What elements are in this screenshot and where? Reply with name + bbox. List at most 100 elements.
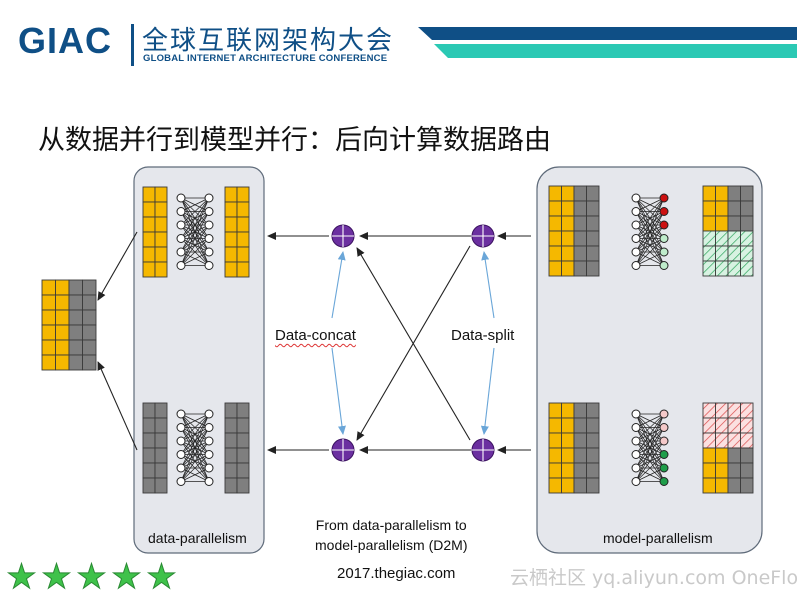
grid-cell <box>561 432 575 449</box>
grid-cell <box>702 230 716 247</box>
grid-cell <box>727 432 741 449</box>
grid-cell <box>586 245 600 262</box>
net-node <box>659 477 669 486</box>
net-node <box>631 247 641 257</box>
grid-cell <box>715 200 729 217</box>
net-edge <box>635 413 665 455</box>
grid-cell <box>82 309 97 326</box>
net-node <box>204 247 214 257</box>
grid-cell <box>727 185 741 202</box>
arrow-split-up <box>481 251 495 319</box>
net-node <box>176 477 186 486</box>
grid-cell <box>740 477 754 494</box>
grid-cell <box>702 245 716 262</box>
grid-cell <box>55 279 70 296</box>
net-edge <box>635 197 665 239</box>
grid-cell <box>586 477 600 494</box>
rating-stars: ★ ★ ★ ★ ★ <box>4 557 179 597</box>
grid-cell <box>715 432 729 449</box>
arrow-concat-down <box>331 347 346 435</box>
grid-cell <box>548 402 562 419</box>
grid-cell <box>55 339 70 356</box>
grid-cell <box>548 215 562 232</box>
net-edge <box>180 454 210 482</box>
grid-cell <box>142 477 156 494</box>
grid-cell <box>236 477 250 494</box>
net-node <box>631 220 641 230</box>
grid-cell <box>142 447 156 464</box>
grid-cell <box>236 246 250 263</box>
net-node <box>204 436 214 446</box>
grid-cell <box>224 231 238 248</box>
net-node <box>659 193 669 203</box>
grid-cell <box>548 245 562 262</box>
grid-cell <box>41 324 56 341</box>
grid-cell <box>548 432 562 449</box>
grid-cell <box>740 230 754 247</box>
grid-cell <box>82 294 97 311</box>
grid-cell <box>41 339 56 356</box>
grid-cell <box>548 462 562 479</box>
net-node <box>659 207 669 216</box>
conference-name-en: GLOBAL INTERNET ARCHITECTURE CONFERENCE <box>143 53 388 64</box>
grid-cell <box>715 230 729 247</box>
net-node <box>176 234 186 243</box>
grid-cell <box>224 447 238 464</box>
grid-cell <box>142 246 156 263</box>
grid-cell <box>154 477 168 494</box>
grid-cell <box>154 216 168 233</box>
dp-bottom-network <box>176 409 214 486</box>
net-edge <box>635 197 665 266</box>
grid-cell <box>561 200 575 217</box>
grid-cell <box>715 477 729 494</box>
net-node <box>631 207 641 216</box>
net-edge <box>635 440 665 482</box>
grid-cell <box>236 462 250 479</box>
net-edge <box>180 413 210 442</box>
net-node <box>631 193 641 203</box>
net-edge <box>635 413 665 442</box>
net-node <box>176 247 186 257</box>
grid-cell <box>740 432 754 449</box>
grid-cell <box>142 432 156 449</box>
net-edge <box>180 197 210 212</box>
grid-cell <box>55 309 70 326</box>
net-edge <box>635 211 665 266</box>
grid-cell <box>727 447 741 464</box>
grid-cell <box>727 462 741 479</box>
grid-cell <box>715 260 729 277</box>
grid-cell <box>236 447 250 464</box>
arrow-to-input-top <box>97 231 138 301</box>
net-edge <box>635 427 665 482</box>
net-edge <box>180 440 210 482</box>
net-edge <box>635 224 665 266</box>
net-node <box>631 261 641 270</box>
net-edge <box>180 224 210 266</box>
grid-cell <box>154 246 168 263</box>
grid-cell <box>68 339 83 356</box>
grid-cell <box>715 462 729 479</box>
star-icon: ★ <box>6 557 37 597</box>
net-node <box>204 193 214 203</box>
grid-cell <box>586 417 600 434</box>
d2m-caption-line1: From data-parallelism to <box>315 517 467 533</box>
net-edge <box>180 413 210 482</box>
d2m-caption: From data-parallelism to model-paralleli… <box>315 515 467 555</box>
net-node <box>631 463 641 473</box>
grid-cell <box>573 432 587 449</box>
grid-cell <box>727 215 741 232</box>
star-icon: ★ <box>76 557 107 597</box>
grid-cell <box>224 432 238 449</box>
grid-cell <box>561 417 575 434</box>
grid-cell <box>142 261 156 278</box>
grid-cell <box>561 260 575 277</box>
grid-cell <box>41 354 56 371</box>
concat-op-top <box>331 224 355 248</box>
star-icon: ★ <box>146 557 177 597</box>
grid-cell <box>727 200 741 217</box>
grid-cell <box>702 185 716 202</box>
grid-cell <box>586 200 600 217</box>
grid-cell <box>548 260 562 277</box>
net-node <box>204 463 214 473</box>
grid-cell <box>41 309 56 326</box>
